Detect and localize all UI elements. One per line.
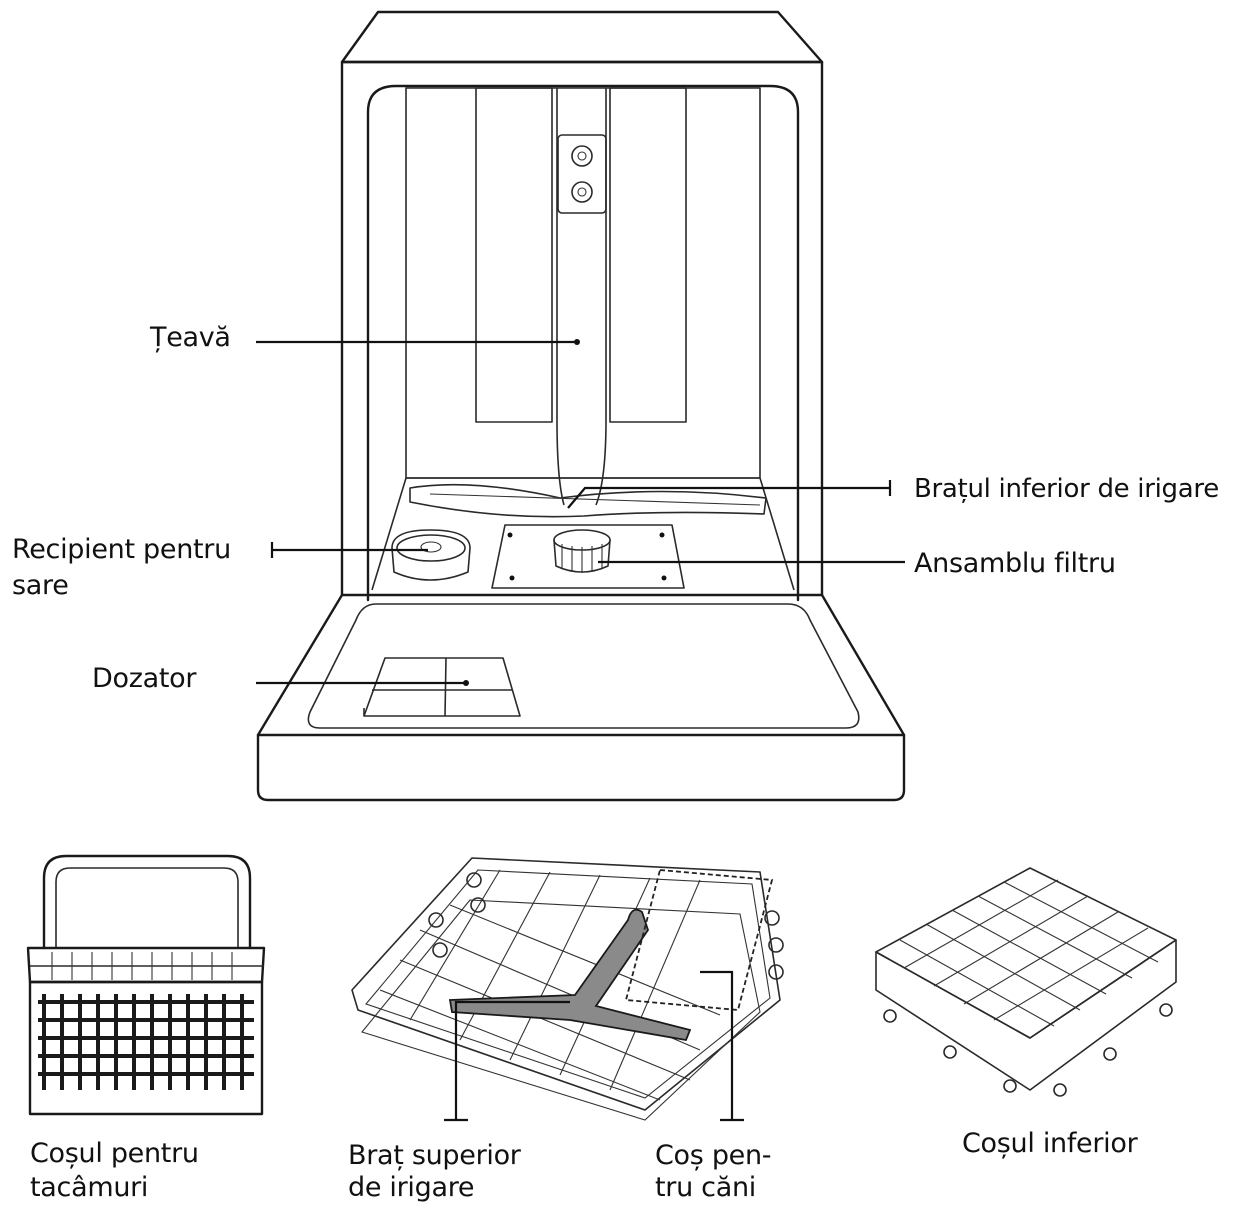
label-recipient-pentru-sare-line1: Recipient pentru	[12, 532, 231, 567]
label-bratul-inferior-de-irigare: Brațul inferior de irigare	[914, 472, 1219, 507]
label-teava: Țeavă	[150, 320, 231, 355]
lower-basket	[876, 868, 1176, 1096]
cutlery-basket	[28, 856, 264, 1114]
label-cosul-inferior: Coșul inferior	[962, 1126, 1137, 1161]
label-brat-superior-de-irigare-line2: de irigare	[348, 1170, 474, 1205]
label-ansamblu-filtru: Ansamblu filtru	[914, 546, 1116, 581]
label-cosul-pentru-tacamuri-line2: tacâmuri	[30, 1170, 148, 1205]
dishwasher-body	[258, 12, 904, 800]
label-cos-pentru-cani-line1: Coș pen-	[655, 1138, 771, 1173]
label-cosul-pentru-tacamuri-line1: Coșul pentru	[30, 1136, 199, 1171]
label-cos-pentru-cani-line2: tru căni	[655, 1170, 756, 1205]
label-dozator: Dozator	[92, 661, 196, 696]
upper-basket	[352, 858, 783, 1120]
label-recipient-pentru-sare-line2: sare	[12, 568, 69, 603]
label-brat-superior-de-irigare-line1: Braț superior	[348, 1138, 521, 1173]
